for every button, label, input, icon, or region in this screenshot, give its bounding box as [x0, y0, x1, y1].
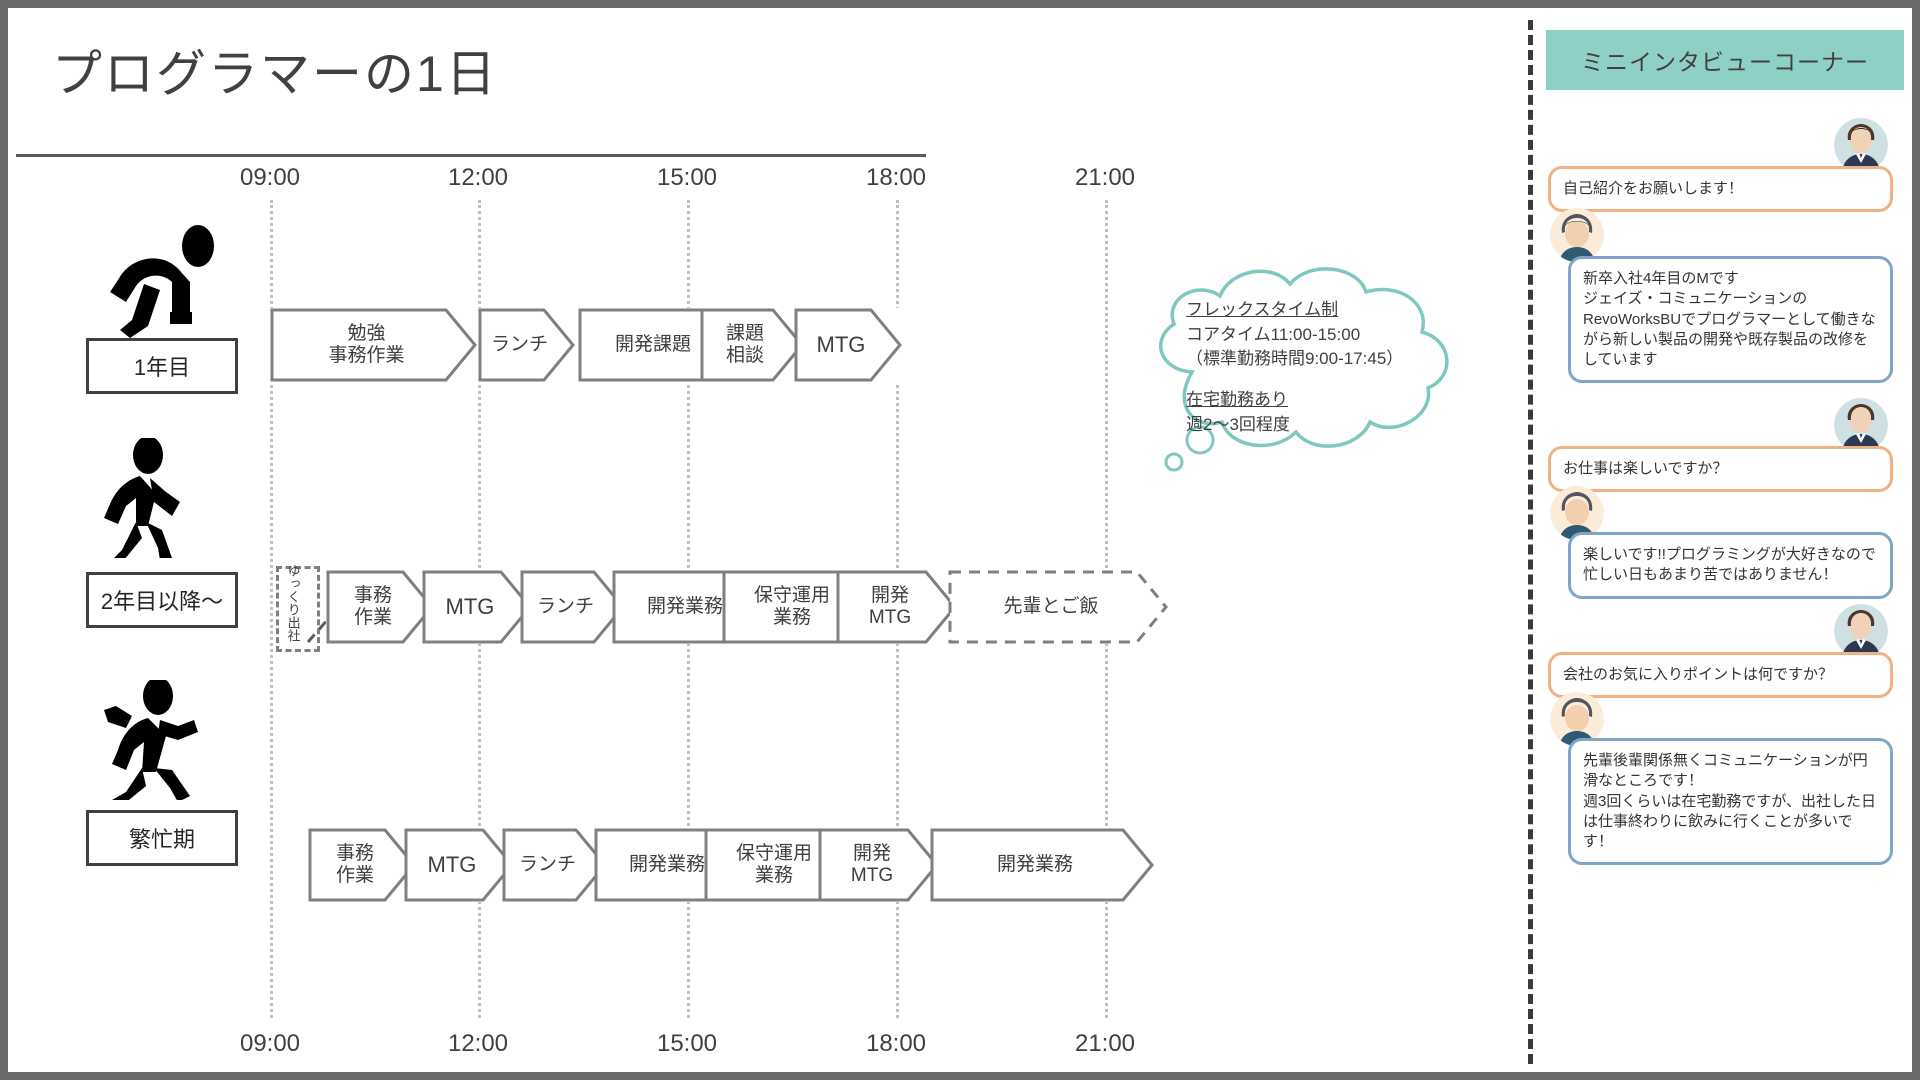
flextime-title: フレックスタイム制: [1186, 300, 1339, 319]
task-chevron[interactable]: ランチ: [502, 828, 607, 902]
axis-tick-top-1: 12:00: [447, 164, 509, 191]
task-label: 課題相談: [725, 323, 764, 366]
axis-tick-top-0: 09:00: [239, 164, 301, 191]
task-label: MTG: [445, 594, 495, 620]
avatar-interviewer: [1834, 604, 1888, 658]
task-chevron[interactable]: 保守運用業務: [704, 828, 858, 902]
interview-answer-1: 新卒入社4年目のMです ジェイズ・コミュニケーションの RevoWorksBUで…: [1568, 256, 1893, 384]
task-label: 開発業務: [646, 596, 723, 618]
axis-tick-bottom-4: 21:00: [1074, 1030, 1136, 1057]
interview-question-3: 会社のお気に入りポイントは何ですか？: [1548, 652, 1893, 699]
task-chevron[interactable]: 事務作業: [308, 828, 416, 902]
task-chevron[interactable]: 開発業務: [930, 828, 1154, 902]
interview-banner: [1546, 30, 1904, 90]
axis-tick-bottom-0: 09:00: [239, 1030, 301, 1057]
task-label: 開発業務: [996, 854, 1073, 876]
task-label: 勉強事務作業: [328, 323, 405, 366]
task-chevron[interactable]: ランチ: [478, 308, 575, 382]
flextime-note: フレックスタイム制 コアタイム11:00-15:00 （標準勤務時間9:00-1…: [1186, 298, 1476, 437]
task-chevron[interactable]: MTG: [794, 308, 902, 382]
panel-divider: [1528, 20, 1533, 1064]
task-chevron[interactable]: MTG: [404, 828, 514, 902]
task-chevron[interactable]: ランチ: [520, 570, 625, 644]
task-label: 開発業務: [628, 854, 705, 876]
task-label: ランチ: [518, 854, 576, 876]
task-label: 保守運用業務: [735, 843, 812, 886]
slow-start-label: ゆっくり出社: [285, 564, 301, 642]
task-label: ランチ: [536, 596, 594, 618]
coretime-line: コアタイム11:00-15:00: [1186, 324, 1361, 344]
task-label: 保守運用業務: [753, 585, 830, 628]
timeline-panel: プログラマーの1日 09:00 12:00 15:00 18:00 21:00 …: [8, 8, 1528, 1072]
page-title: プログラマーの1日: [52, 46, 498, 102]
task-label: MTG: [427, 852, 477, 878]
interview-answer-2: 楽しいです!!プログラミングが大好きなので忙しい日もあまり苦ではありません！: [1568, 532, 1893, 599]
task-label: ランチ: [490, 334, 548, 356]
axis-tick-bottom-1: 12:00: [447, 1030, 509, 1057]
gridline-0900: [270, 200, 273, 1018]
avatar-programmer: [1550, 208, 1604, 262]
task-chevron[interactable]: MTG: [422, 570, 532, 644]
remote-work-freq: 週2～3回程度: [1186, 414, 1290, 434]
interview-question-2: お仕事は楽しいですか？: [1548, 446, 1893, 493]
axis-tick-bottom-2: 15:00: [656, 1030, 718, 1057]
task-label: MTG: [816, 332, 866, 358]
standard-hours-line: （標準勤務時間9:00-17:45）: [1186, 349, 1404, 369]
crouching-person-icon: [86, 220, 236, 340]
running-person-icon: [86, 677, 236, 804]
task-label: 事務作業: [335, 843, 374, 886]
axis-tick-top-4: 21:00: [1074, 164, 1136, 191]
task-chevron[interactable]: 先輩とご飯: [948, 570, 1168, 644]
remote-work-title: 在宅勤務あり: [1186, 389, 1288, 409]
task-chevron[interactable]: 事務作業: [326, 570, 434, 644]
axis-tick-top-3: 18:00: [865, 164, 927, 191]
avatar-interviewer: [1834, 118, 1888, 172]
row-label-3: 繁忙期: [86, 810, 238, 866]
axis-tick-top-2: 15:00: [656, 164, 718, 191]
interview-banner-label: ミニインタビューコーナー: [1581, 49, 1869, 75]
slide-root: プログラマーの1日 09:00 12:00 15:00 18:00 21:00 …: [8, 8, 1912, 1072]
task-label: 先輩とご飯: [1003, 596, 1099, 618]
interview-answer-3: 先輩後輩関係無くコミュニケーションが円滑なところです！ 週3回くらいは在宅勤務で…: [1568, 738, 1893, 866]
row-label-1: 1年目: [86, 338, 238, 394]
axis-tick-bottom-3: 18:00: [865, 1030, 927, 1057]
task-chevron[interactable]: 課題相談: [700, 308, 804, 382]
title-divider: [16, 154, 926, 157]
thought-cloud-icon: [1126, 244, 1486, 484]
task-label: 開発課題: [614, 334, 691, 356]
row-label-2: 2年目以降〜: [86, 572, 238, 628]
interview-question-1: 自己紹介をお願いします！: [1548, 166, 1893, 213]
task-label: 事務作業: [353, 585, 392, 628]
avatar-interviewer: [1834, 398, 1888, 452]
task-chevron[interactable]: 勉強事務作業: [270, 308, 477, 382]
walking-person-icon: [86, 436, 236, 560]
interview-panel: ミニインタビューコーナー 自己紹介をお願いします！ 新卒入社4年目: [1528, 8, 1912, 1072]
